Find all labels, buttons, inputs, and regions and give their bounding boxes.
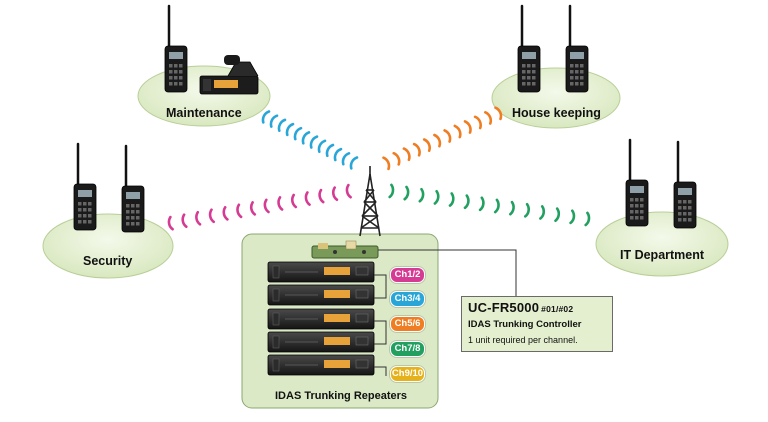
- handheld-radio-icon: [625, 138, 649, 227]
- wave-arc: [195, 210, 202, 226]
- wave-arc: [382, 156, 391, 171]
- wave-arc: [478, 196, 485, 212]
- repeaters-label: IDAS Trunking Repeaters: [275, 390, 408, 402]
- wave-arc: [453, 124, 462, 139]
- wave-arc: [317, 139, 327, 153]
- repeater-unit-icon: [267, 331, 375, 353]
- wave-arc: [301, 131, 311, 145]
- wave-arc: [484, 111, 493, 125]
- wave-arc: [433, 190, 440, 205]
- group-label-maintenance: Maintenance: [166, 106, 242, 120]
- mobile-radio-icon: [199, 55, 259, 95]
- group-ellipse-security: [42, 213, 174, 279]
- wave-arc: [333, 147, 343, 162]
- channel-badge-3: Ch5/6: [390, 316, 425, 332]
- controller-model: UC-FR5000#01/#02: [468, 300, 573, 315]
- wave-arc: [269, 114, 279, 128]
- radio-waves: [167, 106, 591, 231]
- wave-arc: [309, 135, 319, 149]
- wave-arc: [539, 205, 546, 220]
- wave-arc: [261, 110, 271, 124]
- wave-arc: [494, 106, 503, 121]
- wave-line-maintenance: [261, 110, 359, 170]
- repeater-unit-icon: [267, 354, 375, 376]
- wave-arc: [318, 188, 325, 204]
- wave-arc: [569, 209, 576, 225]
- wave-arc: [473, 115, 482, 130]
- wave-arc: [325, 143, 335, 158]
- controller-title: IDAS Trunking Controller: [468, 319, 582, 330]
- wave-arc: [293, 126, 303, 141]
- channel-badge-5: Ch9/10: [390, 366, 425, 382]
- channel-badge-4: Ch7/8: [390, 341, 425, 357]
- wave-arc: [422, 138, 431, 152]
- channel-badge-1: Ch1/2: [390, 267, 425, 283]
- radios: [73, 4, 697, 233]
- controller-model-name: UC-FR5000: [468, 300, 540, 315]
- wave-arc: [493, 198, 500, 214]
- wave-arc: [463, 120, 472, 134]
- repeater-unit-icon: [267, 261, 375, 283]
- antenna-tower-icon: [359, 166, 381, 237]
- wave-arc: [412, 142, 421, 157]
- wave-arc: [277, 118, 287, 132]
- handheld-radio-icon: [164, 4, 188, 93]
- wave-arc: [524, 202, 530, 218]
- connector-lines: [374, 249, 517, 376]
- wave-arc: [208, 208, 215, 224]
- wave-arc: [167, 215, 174, 231]
- wave-arc: [509, 200, 515, 216]
- group-label-it: IT Department: [620, 248, 705, 262]
- wave-arc: [463, 194, 470, 210]
- wave-arc: [433, 133, 442, 148]
- wave-arc: [403, 185, 410, 201]
- wave-arc: [349, 156, 359, 170]
- repeater-unit-icon: [267, 308, 375, 330]
- wave-arc: [584, 211, 591, 227]
- controller-note: 1 unit required per channel.: [468, 335, 578, 345]
- wave-arc: [331, 186, 339, 201]
- wave-line-housekeeping: [382, 106, 503, 171]
- controller-info-box: UC-FR5000#01/#02 IDAS Trunking Controlle…: [461, 296, 613, 352]
- wave-arc: [249, 201, 257, 216]
- wave-arc: [277, 196, 284, 211]
- repeater-unit-icon: [267, 284, 375, 306]
- wave-arc: [341, 152, 351, 166]
- wave-line-it: [388, 183, 591, 227]
- repeater-stack: [267, 261, 375, 376]
- wave-arc: [388, 183, 395, 199]
- wave-arc: [304, 191, 311, 206]
- handheld-radio-icon: [517, 4, 541, 93]
- group-label-security: Security: [83, 254, 133, 268]
- wave-arc: [285, 122, 295, 137]
- wave-arc: [448, 192, 455, 207]
- wave-arc: [392, 151, 401, 166]
- wave-arc: [554, 207, 561, 222]
- wave-arc: [222, 206, 229, 221]
- wave-line-security: [167, 183, 352, 231]
- wave-arc: [443, 129, 452, 143]
- wave-arc: [236, 203, 243, 219]
- wave-arc: [418, 187, 425, 203]
- handheld-radio-icon: [121, 144, 145, 233]
- wave-arc: [291, 193, 298, 209]
- controller-board-icon: [311, 240, 379, 259]
- wave-arc: [402, 147, 411, 162]
- controller-model-suffix: #01/#02: [541, 304, 574, 314]
- handheld-radio-icon: [565, 4, 589, 93]
- wave-arc: [181, 213, 188, 228]
- channel-badge-2: Ch3/4: [390, 291, 425, 307]
- handheld-radio-icon: [673, 140, 697, 229]
- group-ellipse-it: [595, 211, 729, 277]
- wave-arc: [263, 198, 270, 214]
- group-label-housekeeping: House keeping: [512, 106, 601, 120]
- wave-arc: [345, 183, 352, 199]
- handheld-radio-icon: [73, 142, 97, 231]
